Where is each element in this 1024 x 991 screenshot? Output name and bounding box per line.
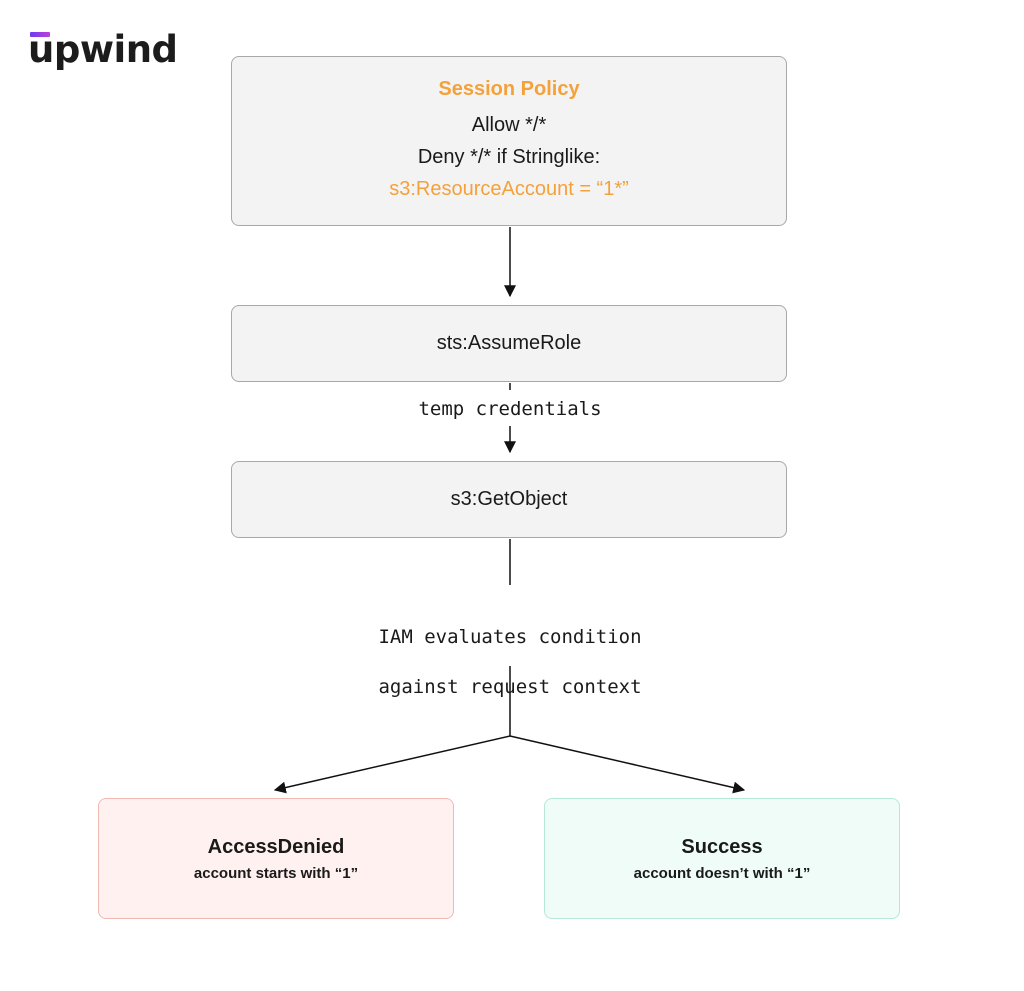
policy-allow-rule: Allow */* [471, 113, 547, 136]
assume-role-label: sts:AssumeRole [436, 332, 582, 354]
session-policy-title: Session Policy [438, 77, 580, 100]
policy-deny-rule: Deny */* if Stringlike: [417, 145, 601, 168]
get-object-label: s3:GetObject [450, 488, 568, 510]
logo-accent-bar [30, 32, 50, 37]
session-policy-box: Session Policy Allow */* Deny */* if Str… [231, 56, 787, 226]
iam-evaluation-line1: IAM evaluates condition [378, 626, 642, 648]
access-denied-subtitle: account starts with “1” [193, 864, 359, 882]
assume-role-box: sts:AssumeRole [231, 305, 787, 382]
success-box: Success account doesn’t with “1” [544, 798, 900, 919]
arrow-to-success [509, 735, 746, 794]
policy-condition: s3:ResourceAccount = “1*” [389, 177, 629, 200]
iam-evaluation-label: IAM evaluates condition against request … [310, 600, 710, 725]
logo-text: upwind [28, 28, 178, 71]
success-subtitle: account doesn’t with “1” [633, 864, 811, 882]
iam-evaluation-line2: against request context [378, 676, 642, 698]
arrow-to-access-denied [273, 735, 511, 794]
access-denied-title: AccessDenied [207, 835, 345, 858]
access-denied-box: AccessDenied account starts with “1” [98, 798, 454, 919]
get-object-box: s3:GetObject [231, 461, 787, 538]
temp-credentials-label: temp credentials [418, 398, 602, 420]
success-title: Success [681, 835, 763, 858]
